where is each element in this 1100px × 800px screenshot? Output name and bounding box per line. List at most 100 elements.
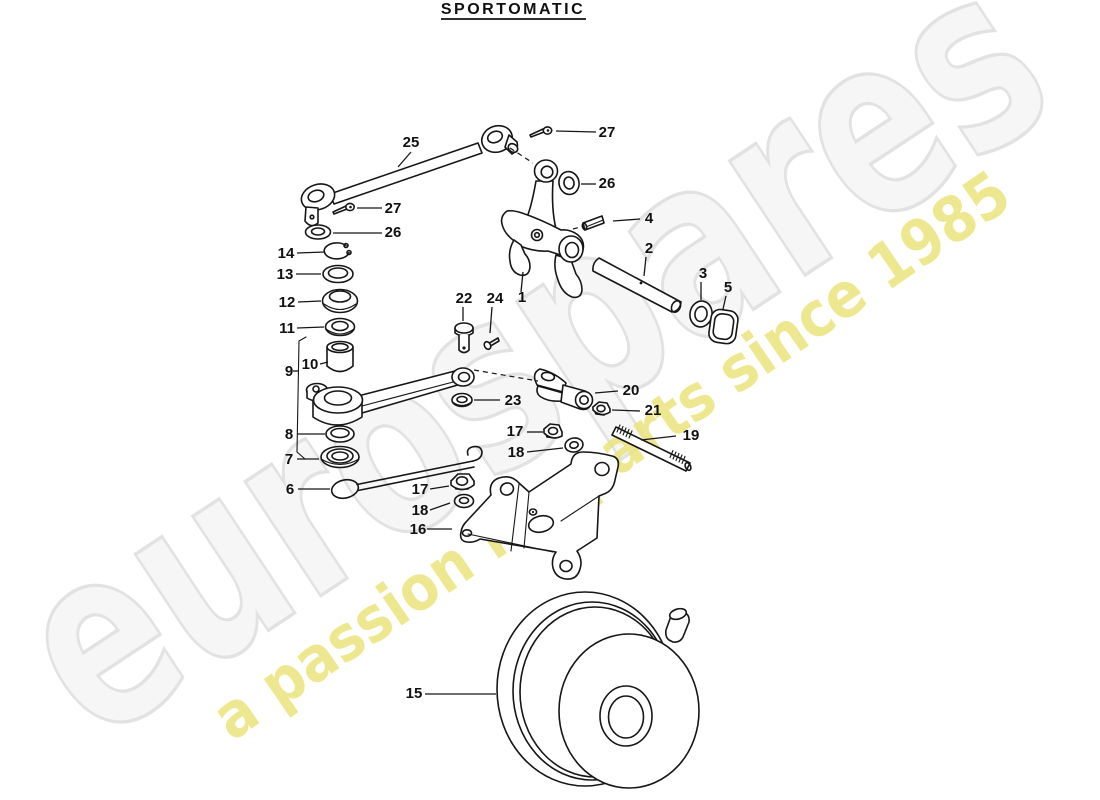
callout-17: 17 xyxy=(507,423,543,440)
callout-number: 19 xyxy=(683,427,700,444)
part-13-washer xyxy=(322,264,354,284)
part-1-lever-assembly xyxy=(500,159,585,299)
callout-leader-line xyxy=(489,306,493,334)
part-10-bushing xyxy=(326,340,354,373)
callout-number: 17 xyxy=(412,481,429,498)
callout-leader-line xyxy=(429,485,450,490)
callout-number: 10 xyxy=(302,356,319,373)
callout-leader-line xyxy=(612,218,641,222)
callout-number: 2 xyxy=(645,240,653,257)
part-12-grommet xyxy=(321,288,359,314)
group-9-brace xyxy=(296,336,307,460)
callout-number: 5 xyxy=(724,279,732,296)
callout-leader-line xyxy=(397,151,412,168)
callout-leader-line xyxy=(611,409,641,412)
callout-7: 7 xyxy=(285,451,319,468)
part-9-intermediate-lever xyxy=(305,367,475,426)
part-21-nut xyxy=(592,401,611,416)
callout-26: 26 xyxy=(333,224,401,241)
callout-leader-line xyxy=(429,502,451,511)
part-drawings xyxy=(296,124,739,789)
callout-number: 26 xyxy=(385,224,402,241)
callout-number: 7 xyxy=(285,451,293,468)
callout-leader-line xyxy=(643,256,647,277)
callout-number: 1 xyxy=(518,289,526,306)
callout-14: 14 xyxy=(278,245,326,262)
callout-number: 22 xyxy=(456,290,473,307)
part-23-washer xyxy=(451,392,473,408)
callout-25: 25 xyxy=(397,134,420,168)
callout-27: 27 xyxy=(357,200,401,217)
part-27-screw-left xyxy=(332,202,355,215)
callout-number: 18 xyxy=(412,502,429,519)
callout-15: 15 xyxy=(406,685,496,702)
part-22-clevis-pin xyxy=(454,322,474,354)
callout-number: 17 xyxy=(507,423,524,440)
page-title-text: SPORTOMATIC xyxy=(441,1,585,18)
callout-number: 4 xyxy=(645,210,654,227)
part-6-return-spring xyxy=(330,445,483,500)
callout-number: 9 xyxy=(285,363,293,380)
callout-leader-line xyxy=(296,251,326,254)
callout-1: 1 xyxy=(518,271,526,306)
part-25-tie-rod xyxy=(300,124,519,227)
callout-27: 27 xyxy=(555,124,616,141)
callout-number: 20 xyxy=(623,382,640,399)
callout-leader-line xyxy=(722,295,727,310)
callout-12: 12 xyxy=(279,294,322,311)
callout-8: 8 xyxy=(285,426,325,443)
part-26-washer-right xyxy=(558,170,580,196)
callout-number: 27 xyxy=(599,124,616,141)
callout-18: 18 xyxy=(508,444,564,461)
part-18-washer-lower xyxy=(453,493,475,509)
callout-number: 26 xyxy=(599,175,616,192)
part-27-screw-top xyxy=(529,126,553,138)
callout-leader-line xyxy=(319,361,329,365)
part-11-bushing-ring xyxy=(324,317,356,337)
callout-5: 5 xyxy=(722,279,732,310)
callout-number: 15 xyxy=(406,685,423,702)
part-17-nut-right xyxy=(543,423,563,439)
callout-19: 19 xyxy=(640,427,700,444)
callout-17: 17 xyxy=(412,481,450,498)
part-7-bearing-washer xyxy=(320,445,360,469)
part-14-circlip xyxy=(323,242,352,260)
part-3-seal-ring xyxy=(689,300,713,328)
callout-leader-line xyxy=(640,435,677,441)
callout-number: 25 xyxy=(403,134,420,151)
callout-13: 13 xyxy=(277,266,321,283)
callout-leader-line xyxy=(526,447,564,453)
callout-number: 24 xyxy=(487,290,504,307)
callout-number: 12 xyxy=(279,294,296,311)
callout-24: 24 xyxy=(487,290,504,334)
callout-number: 23 xyxy=(505,392,522,409)
part-24-pin xyxy=(483,337,500,351)
callout-10: 10 xyxy=(302,356,329,373)
callout-18: 18 xyxy=(412,502,451,519)
callout-6: 6 xyxy=(286,481,330,498)
part-26-washer-left xyxy=(304,224,332,240)
part-8-washer xyxy=(325,425,355,443)
callout-20: 20 xyxy=(594,382,640,399)
callout-number: 13 xyxy=(277,266,294,283)
callout-number: 6 xyxy=(286,481,294,498)
callout-number: 18 xyxy=(508,444,525,461)
part-16-bracket xyxy=(459,451,620,580)
callout-21: 21 xyxy=(611,402,662,419)
callout-leader-line xyxy=(555,130,597,133)
part-19-threaded-rod xyxy=(611,424,692,472)
callout-leader-line xyxy=(296,326,325,329)
callout-leader-line xyxy=(594,390,619,394)
callout-number: 8 xyxy=(285,426,293,443)
callout-22: 22 xyxy=(456,290,473,321)
part-4-roll-pin xyxy=(581,215,605,231)
callout-2: 2 xyxy=(643,240,653,277)
part-15-servo-drum xyxy=(496,591,700,789)
callout-leader-line xyxy=(297,300,322,303)
callout-9: 9 xyxy=(285,363,298,380)
callout-number: 21 xyxy=(645,402,662,419)
part-20-clevis xyxy=(533,368,594,411)
